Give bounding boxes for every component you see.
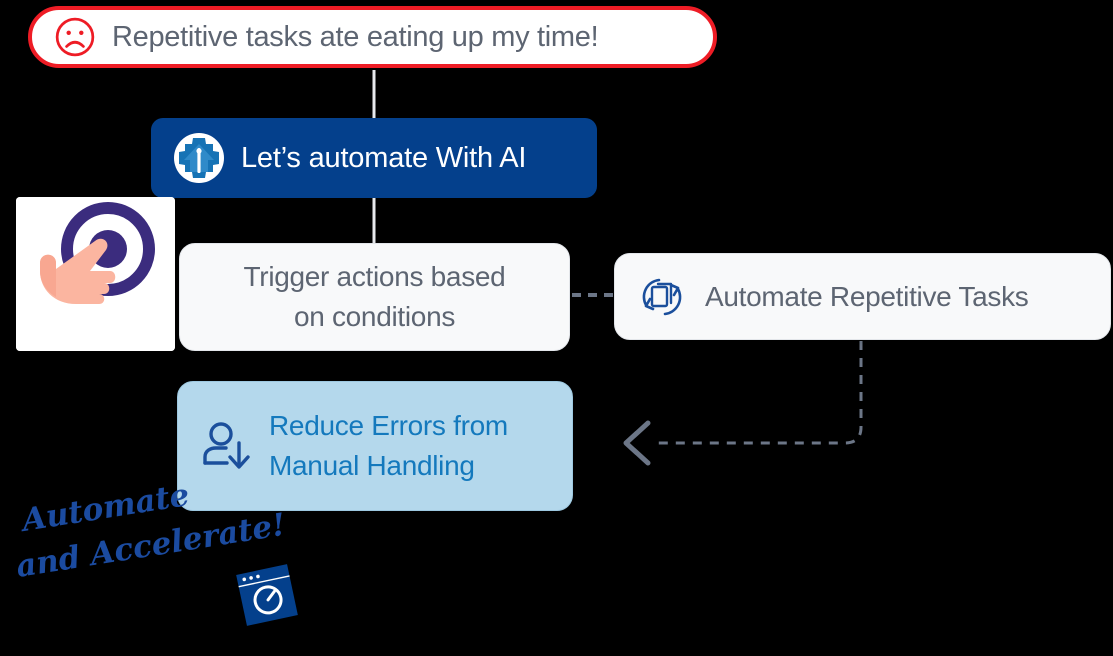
browser-speedometer-icon [234,562,300,628]
automate-with-ai-label: Let’s automate With AI [241,141,527,174]
trigger-line-2: on conditions [293,301,456,332]
card-trigger-actions-label: Trigger actions based on conditions [222,257,528,337]
reduce-line-1: Reduce Errors from [269,410,508,441]
handwritten-note: Automate and Accelerate! [14,477,288,607]
documents-refresh-icon [642,278,682,315]
connector-repetitive-to-reduce [652,341,863,445]
reduce-line-2: Manual Handling [269,450,475,481]
card-automate-repetitive-tasks[interactable]: Automate Repetitive Tasks [614,253,1111,340]
card-reduce-errors-label: Reduce Errors from Manual Handling [269,406,508,486]
automate-with-ai-banner[interactable]: Let’s automate With AI [151,118,597,198]
person-down-arrow-icon [203,422,250,469]
trigger-line-1: Trigger actions based [243,261,506,292]
gear-ai-icon [174,133,224,183]
arrowhead-chevron-left-icon [623,420,651,466]
card-automate-repetitive-tasks-label: Automate Repetitive Tasks [705,280,1029,312]
hand-tap-target-illustration [16,197,175,351]
alert-text: Repetitive tasks ate eating up my time! [112,20,599,53]
card-trigger-actions[interactable]: Trigger actions based on conditions [179,243,570,351]
sad-face-icon [55,17,95,57]
card-reduce-errors[interactable]: Reduce Errors from Manual Handling [177,381,573,511]
alert-banner[interactable]: Repetitive tasks ate eating up my time! [28,6,717,68]
